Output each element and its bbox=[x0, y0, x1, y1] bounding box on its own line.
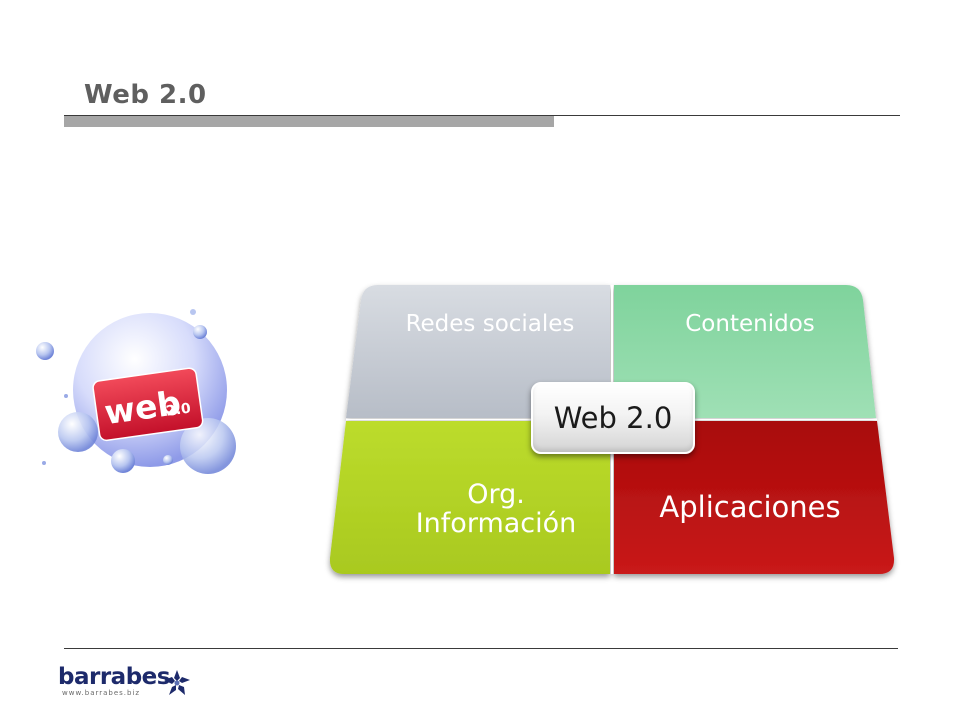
quadrant-aplicaciones bbox=[614, 421, 895, 574]
bubble bbox=[42, 461, 46, 465]
bubble bbox=[58, 412, 98, 452]
bubble bbox=[180, 418, 236, 474]
bubble bbox=[190, 309, 196, 315]
barrabes-logo: barrabes www.barrabes.biz bbox=[58, 664, 198, 702]
web20-matrix: Redes sociales Contenidos Org. Informaci… bbox=[326, 282, 898, 584]
bubble bbox=[36, 342, 54, 360]
web20-badge bbox=[92, 367, 204, 442]
bubble bbox=[64, 394, 68, 398]
slide-title: Web 2.0 bbox=[84, 80, 207, 110]
badge-version: 2.0 bbox=[165, 400, 192, 419]
title-underline bbox=[64, 115, 900, 116]
snowflake-icon bbox=[164, 670, 190, 695]
label-redes-sociales: Redes sociales bbox=[405, 311, 575, 337]
bubble bbox=[193, 325, 207, 339]
label-aplicaciones: Aplicaciones bbox=[659, 490, 841, 524]
label-org-informacion: Org. Información bbox=[346, 480, 646, 538]
center-web20-card: Web 2.0 bbox=[531, 382, 695, 454]
label-org-line1: Org. bbox=[467, 479, 525, 510]
quadrant-org-informacion bbox=[329, 421, 610, 574]
label-org-line2: Información bbox=[415, 508, 577, 540]
logo-url: www.barrabes.biz bbox=[62, 689, 141, 697]
label-contenidos: Contenidos bbox=[685, 311, 815, 337]
title-accent-bar bbox=[64, 116, 554, 127]
center-web20-label: Web 2.0 bbox=[553, 401, 673, 435]
web20-bubble-illustration: web 2.0 bbox=[30, 300, 250, 490]
logo-wordmark: barrabes bbox=[58, 664, 170, 690]
bubble bbox=[111, 449, 135, 473]
bubble bbox=[163, 455, 173, 465]
footer-line bbox=[64, 648, 898, 649]
